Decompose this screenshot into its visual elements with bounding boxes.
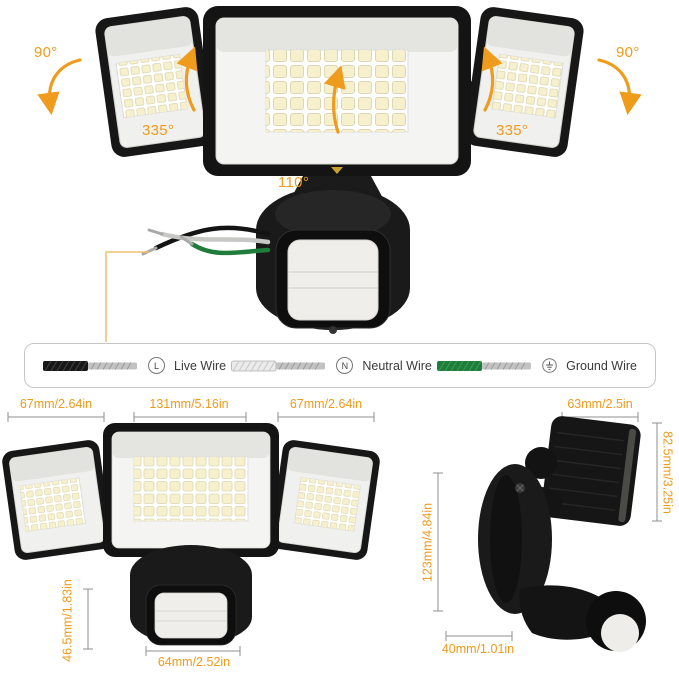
center-head [203, 6, 471, 176]
rotation-angle-left: 90° [34, 44, 58, 61]
wires [141, 225, 271, 256]
neutral-wire-label: Neutral Wire [362, 358, 432, 373]
front-dimension-lines [7, 412, 375, 656]
dim-left-head-width: 67mm/2.64in [19, 397, 93, 411]
dim-head-height: 82.5mm/3.25in [660, 431, 675, 514]
rotation-angle-right: 90° [616, 44, 640, 61]
live-symbol: L [148, 357, 165, 374]
dim-right-head-width: 67mm/2.64in [289, 397, 363, 411]
dim-body-height: 123mm/4.84in [420, 502, 435, 583]
floodlight-illustration [37, 6, 642, 342]
legend-item-neutral: N Neutral Wire [231, 357, 432, 374]
left-head [95, 7, 215, 157]
legend-item-ground: Ground Wire [437, 358, 637, 373]
legend-leader-line [105, 251, 150, 342]
live-wire-label: Live Wire [174, 358, 227, 373]
dim-base-depth: 40mm/1.01in [441, 642, 515, 656]
rotation-arrows [37, 46, 642, 134]
neutral-wire-swatch [231, 360, 326, 371]
dim-center-head-width: 131mm/5.16in [149, 397, 229, 411]
ground-wire-label: Ground Wire [566, 358, 637, 373]
live-wire-swatch [43, 360, 137, 371]
dim-head-depth: 63mm/2.5in [567, 397, 633, 411]
swivel-angle-left: 335° [142, 122, 175, 139]
side-view-diagram [433, 412, 662, 652]
dim-sensor-height: 46.5mm/1.83in [60, 579, 75, 662]
front-view-diagram [2, 412, 380, 656]
legend-item-live: L Live Wire [43, 357, 226, 374]
motion-sensor [275, 229, 391, 334]
swivel-angle-right: 335° [496, 122, 529, 139]
dim-sensor-width: 64mm/2.52in [157, 655, 231, 669]
ground-wire-swatch [437, 360, 532, 371]
wire-legend: L Live Wire N Neutral Wire [24, 343, 656, 388]
tilt-angle-center: 110° [278, 174, 310, 191]
ground-icon [542, 358, 557, 373]
neutral-symbol: N [336, 357, 354, 374]
